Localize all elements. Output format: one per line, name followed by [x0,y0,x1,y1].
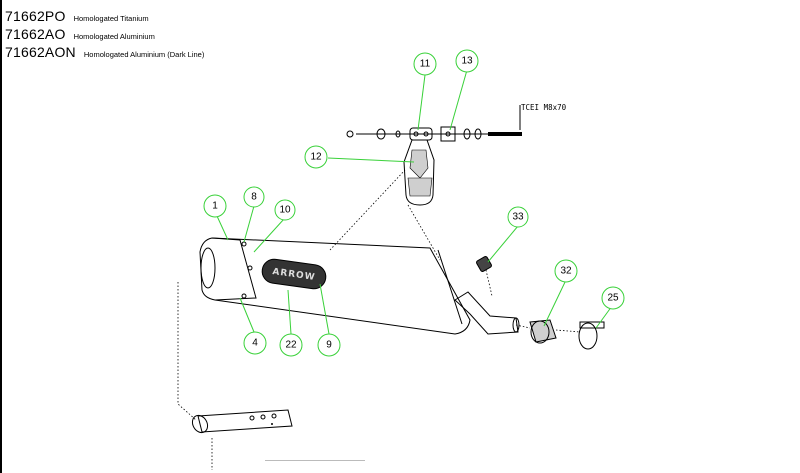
clamp [578,321,605,350]
part-description: Homologated Aluminium [73,32,155,41]
spacer-hole [445,131,451,137]
callout-4: 4 [243,331,267,355]
part-description: Homologated Aluminium (Dark Line) [83,50,205,59]
callout-25: 25 [601,286,625,310]
bottom-scroll-stub [265,460,365,467]
callout-33: 33 [507,206,529,228]
bolt-label: TCEI M8x70 [521,103,567,112]
washer [376,128,386,140]
spacer-block [440,126,456,142]
gasket [529,319,557,344]
link-pipe [454,291,520,335]
endcap-rivet [241,241,247,247]
callout-22: 22 [279,333,303,357]
svg-text:8: 8 [251,192,257,203]
part-code: 71662AO [5,26,66,42]
part-row-titanium: 71662PO Homologated Titanium [5,8,149,24]
svg-text:33: 33 [512,212,524,223]
callout-13: 13 [455,49,479,73]
callout-12: 12 [304,145,328,169]
outlet-endcap [200,247,216,289]
nut [346,130,354,138]
callout-leaders [216,69,613,335]
bracket-hole [423,131,429,137]
washer [463,128,471,140]
callout-8: 8 [243,186,265,208]
callout-32: 32 [554,259,578,283]
callout-10: 10 [274,199,296,221]
svg-text:10: 10 [279,205,291,216]
svg-text:12: 12 [310,152,322,163]
washer [395,130,401,138]
svg-text:11: 11 [420,59,431,70]
svg-text:22: 22 [285,340,297,351]
mounting-hardware: TCEI M8x70 [346,103,567,142]
callout-1: 1 [203,194,227,218]
part-description: Homologated Titanium [73,14,149,23]
svg-text:25: 25 [607,293,619,304]
part-code: 71662AON [5,44,76,60]
svg-text:13: 13 [461,56,473,67]
endcap-rivet [241,293,247,299]
spring [476,256,492,272]
svg-text:32: 32 [560,266,572,277]
part-row-aluminium: 71662AO Homologated Aluminium [5,26,155,42]
washer [474,128,482,140]
db-killer-gasket [191,414,209,434]
muffler-body: ARROW [199,237,471,335]
left-border-rule [0,0,2,473]
hanger-plate [403,139,435,206]
svg-text:1: 1 [212,201,218,212]
logo-plate [261,258,327,290]
part-code: 71662PO [5,8,66,24]
endcap-rivet [247,265,253,271]
part-row-dark-line: 71662AON Homologated Aluminium (Dark Lin… [5,44,204,60]
svg-text:4: 4 [252,338,258,349]
assembly-lines [177,169,581,470]
bracket-hole [413,131,419,137]
svg-text:9: 9 [326,340,332,351]
callout-9: 9 [317,333,341,357]
callout-11: 11 [413,52,437,76]
db-killer [191,409,293,434]
bolt-m8x70 [488,132,522,136]
